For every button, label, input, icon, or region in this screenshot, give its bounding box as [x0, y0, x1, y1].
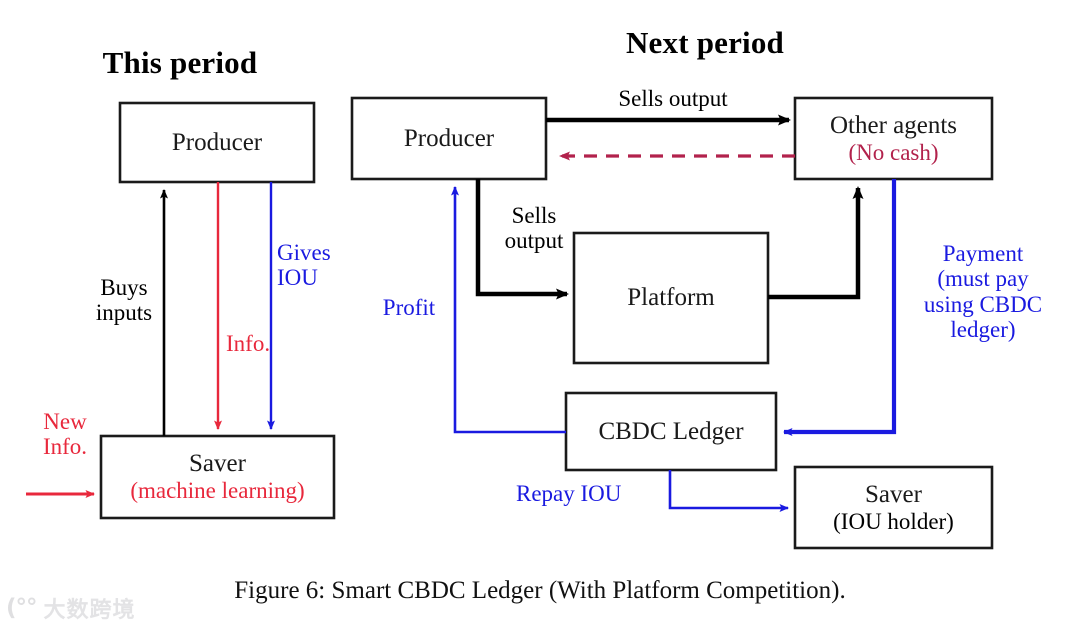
label-profit: Profit — [382, 295, 436, 320]
new-info-line1: New — [43, 409, 87, 434]
box-saver-left — [99, 434, 336, 520]
edge-payment — [783, 179, 897, 436]
label-sells-output-platform: Sells output — [488, 203, 580, 254]
buys-inputs-line2: inputs — [95, 300, 153, 326]
label-info: Info. — [226, 331, 271, 356]
label-sells-output-top: Sells output — [618, 86, 728, 111]
sells-output-line2: output — [504, 228, 564, 254]
edge-profit — [451, 186, 566, 434]
box-platform — [572, 231, 770, 365]
label-buys-inputs: Buys inputs — [84, 275, 164, 326]
box-saver-right — [793, 465, 994, 550]
header-next-period: Next period — [625, 25, 785, 60]
label-new-info: New Info. — [26, 409, 104, 460]
box-cbdc-ledger — [564, 391, 778, 472]
box-producer-left — [118, 101, 316, 184]
payment-line1: Payment — [942, 241, 1024, 266]
edge-sells-output-platform — [475, 179, 569, 300]
edge-platform-to-agents — [768, 186, 864, 300]
label-payment: Payment (must pay using CBDC ledger) — [908, 241, 1058, 342]
sells-output-line1: Sells — [511, 203, 557, 228]
payment-line4: ledger) — [950, 316, 1016, 342]
label-repay-iou: Repay IOU — [516, 481, 622, 506]
payment-line3: using CBDC — [923, 291, 1043, 317]
label-gives-iou: Gives IOU — [277, 240, 357, 291]
payment-line2: (must pay — [937, 266, 1029, 292]
gives-iou-line2: IOU — [277, 265, 318, 291]
header-this-period: This period — [102, 45, 258, 80]
box-producer-right — [350, 96, 548, 181]
buys-inputs-line1: Buys — [100, 275, 148, 300]
box-other-agents — [793, 96, 994, 181]
figure-caption: Figure 6: Smart CBDC Ledger (With Platfo… — [234, 577, 846, 604]
new-info-line2: Info. — [42, 434, 88, 460]
gives-iou-line1: Gives — [277, 240, 331, 265]
edge-repay-iou — [668, 470, 789, 512]
